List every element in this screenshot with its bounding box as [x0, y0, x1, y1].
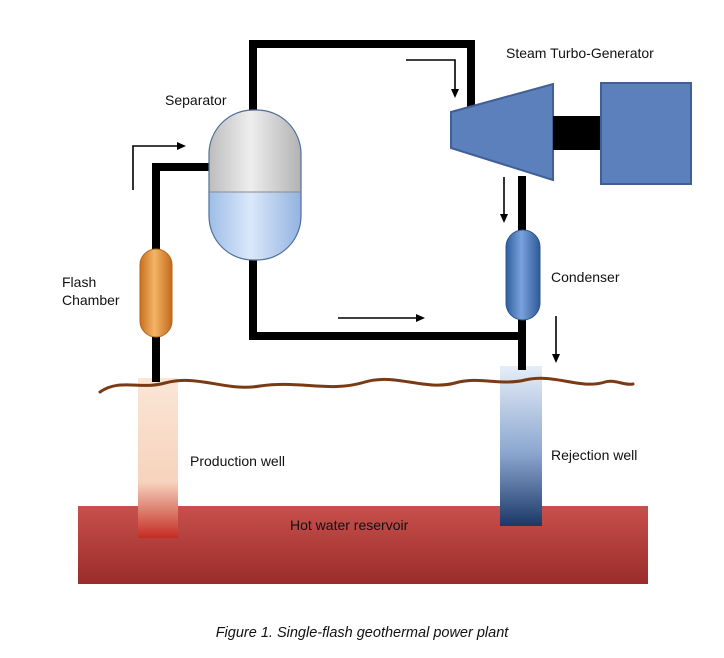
label-flash-chamber-line1: Flash [62, 274, 96, 290]
flash-chamber [139, 248, 173, 338]
flow-arrows [132, 59, 560, 363]
arrow-up-right [132, 142, 186, 190]
arrow-right-down [406, 59, 459, 98]
pipe-separator-to-turbine [249, 40, 475, 118]
arrow-down-condenser [552, 316, 560, 363]
separator-outline [208, 109, 302, 261]
arrow-down-turbine-exhaust [500, 177, 508, 223]
pipe-separator-to-condenser [249, 254, 526, 340]
label-hot-water-reservoir: Hot water reservoir [290, 517, 409, 533]
figure-caption: Figure 1. Single-flash geothermal power … [216, 625, 510, 641]
label-production-well: Production well [190, 453, 285, 469]
ground-surface-line [98, 376, 635, 394]
turbine-shaft [553, 116, 601, 150]
separator [209, 110, 301, 260]
rejection-well [500, 366, 542, 526]
label-steam-turbo-generator: Steam Turbo-Generator [506, 45, 654, 61]
label-separator: Separator [165, 92, 227, 108]
condenser [505, 229, 541, 321]
steam-turbine [450, 82, 554, 182]
label-flash-chamber-line2: Chamber [62, 292, 120, 308]
label-rejection-well: Rejection well [551, 447, 637, 463]
arrow-right-liquid [338, 314, 425, 322]
generator [600, 82, 692, 185]
label-condenser: Condenser [551, 269, 620, 285]
production-well [138, 378, 178, 538]
